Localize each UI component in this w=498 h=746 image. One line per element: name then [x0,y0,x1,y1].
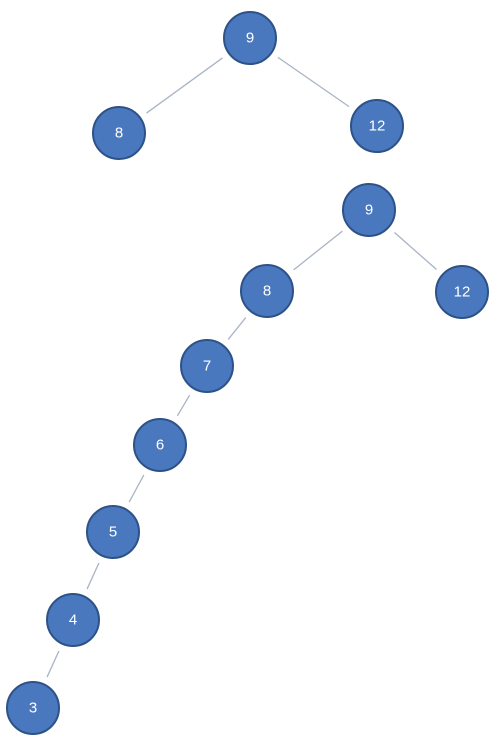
node-circle [223,11,277,65]
node-label: 9 [246,30,254,47]
node-circle [350,99,404,153]
edge-t2-8-t2-7 [227,317,247,340]
tree-node: 4 [46,593,100,647]
edge-t1-9-t1-12 [277,56,350,108]
node-circle [6,681,60,735]
node-circle [46,593,100,647]
tree-node: 5 [86,505,140,559]
node-circle [133,418,187,472]
tree-node: 8 [240,264,294,318]
node-circle [342,183,396,237]
tree-node: 9 [223,11,277,65]
node-circle [86,505,140,559]
node-label: 4 [69,612,77,629]
tree-node: 6 [133,418,187,472]
tree-node: 8 [92,106,146,160]
edges-layer [46,56,437,678]
edge-t2-9-t2-8 [293,230,343,271]
node-label: 12 [369,118,386,135]
edge-t2-6-t2-5 [128,474,145,503]
node-label: 7 [203,358,211,375]
node-label: 6 [156,437,164,454]
tree-node: 12 [350,99,404,153]
node-label: 8 [115,125,123,142]
edge-t1-9-t1-8 [146,57,223,114]
edge-t2-5-t2-4 [86,562,100,590]
edge-t2-9-t2-12 [394,231,437,271]
edge-t2-4-t2-3 [46,650,60,678]
node-circle [92,106,146,160]
node-circle [240,264,294,318]
tree-node: 7 [180,339,234,393]
node-label: 3 [29,700,37,717]
nodes-layer: 9 8 12 9 8 12 7 6 5 4 3 [6,11,489,735]
tree-node: 3 [6,681,60,735]
node-circle [435,265,489,319]
tree-node: 9 [342,183,396,237]
node-circle [180,339,234,393]
edge-t2-7-t2-6 [176,394,191,417]
tree-node: 12 [435,265,489,319]
node-label: 5 [109,524,117,541]
node-label: 12 [454,284,471,301]
node-label: 8 [263,283,271,300]
node-label: 9 [365,202,373,219]
